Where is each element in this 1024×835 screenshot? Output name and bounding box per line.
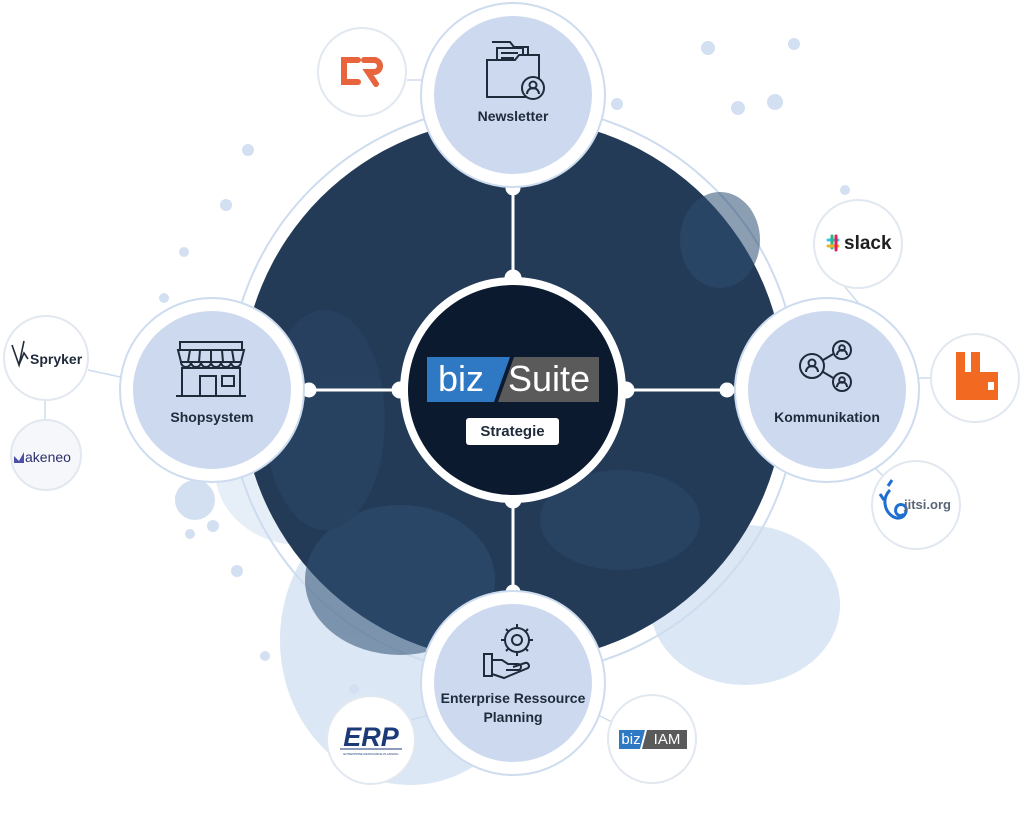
- hand-gear-icon: [483, 624, 533, 680]
- logo-circle-jitsi: [871, 460, 961, 550]
- cr-logo-icon: [341, 57, 383, 87]
- rabbitmq-logo-icon: [956, 352, 998, 400]
- biz-logo-gray-block: [498, 357, 599, 402]
- center-hub: [400, 277, 626, 503]
- akeneo-logo-icon: [14, 452, 24, 463]
- logo-circle-erp: [326, 695, 416, 785]
- logo-circle-biziam: [607, 694, 697, 784]
- strategie-badge-bg: [466, 418, 559, 445]
- network-users-icon: [799, 340, 852, 392]
- slack-logo-icon: [826, 234, 840, 252]
- spryker-logo-icon: [11, 340, 29, 368]
- logo-circle-slack: [813, 199, 903, 289]
- node-shopsystem-circle: [119, 297, 305, 483]
- jitsi-logo-icon: [878, 479, 908, 520]
- node-kommunikation-circle: [734, 297, 920, 483]
- node-erp-circle: [420, 590, 606, 776]
- newsletter-folder-icon: [486, 41, 545, 100]
- logo-circle-rabbitmq: [930, 333, 1020, 423]
- logo-circle-akeneo: [10, 419, 82, 491]
- biz-logo-blue-block: [427, 357, 510, 402]
- storefront-icon: [176, 341, 246, 397]
- biziam-logo-icon: [619, 730, 687, 749]
- logo-circle-cr: [317, 27, 407, 117]
- logo-circle-spryker: [3, 315, 89, 401]
